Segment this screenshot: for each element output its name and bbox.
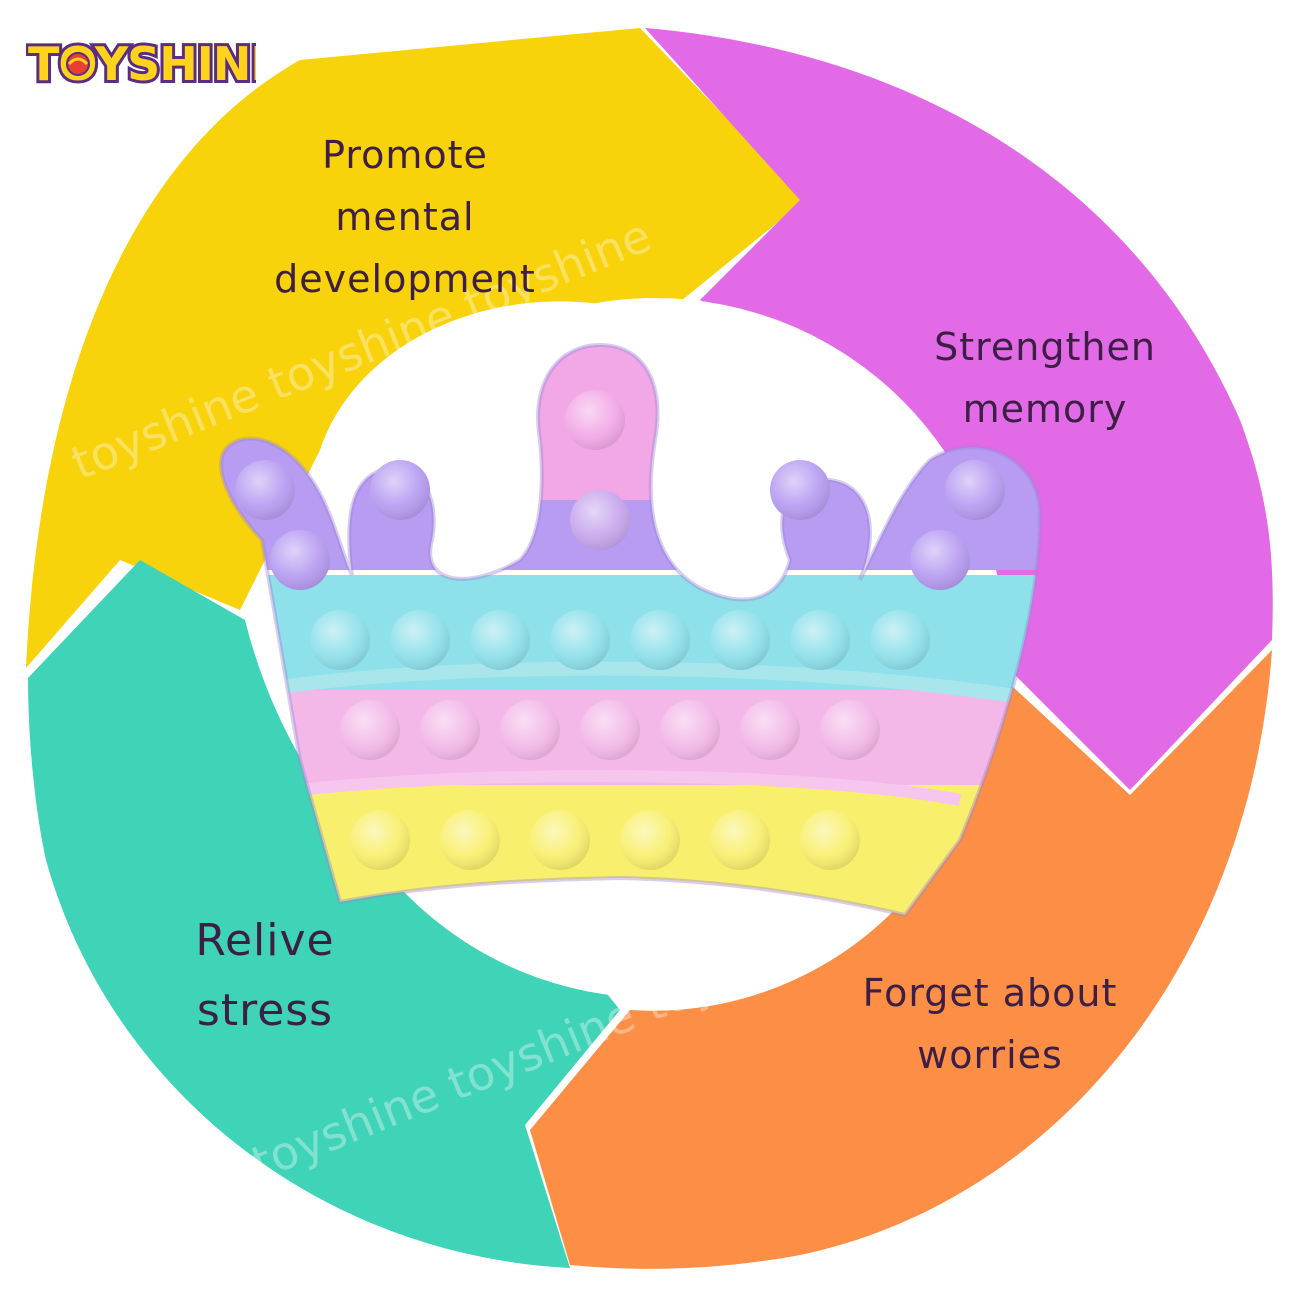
popit-bubble-shine — [470, 610, 530, 670]
benefit-forget-line-2: worries — [917, 1033, 1063, 1077]
popit-bubble-shine — [530, 810, 590, 870]
popit-bubble-shine — [420, 700, 480, 760]
svg-text:TOYSHINE: TOYSHINE — [28, 37, 256, 91]
popit-bubble-shine — [500, 700, 560, 760]
benefit-strengthen-line-1: Strengthen — [934, 325, 1156, 369]
popit-bubble-shine — [820, 700, 880, 760]
benefit-label-promote: Promote mental development — [230, 124, 580, 310]
benefit-promote-line-2: mental — [335, 195, 475, 239]
benefit-relive-line-2: stress — [196, 985, 334, 1036]
popit-bubble-shine — [710, 610, 770, 670]
popit-bubble-shine — [770, 460, 830, 520]
benefit-promote-line-1: Promote — [322, 133, 488, 177]
yellow-arrow-segment — [26, 28, 805, 668]
popit-bubble-shine — [630, 610, 690, 670]
popit-bubble-shine — [370, 460, 430, 520]
benefit-label-forget: Forget about worries — [830, 962, 1150, 1086]
popit-bubble-shine — [565, 390, 625, 450]
popit-bubble-shine — [235, 460, 295, 520]
popit-bubble-shine — [310, 610, 370, 670]
popit-bubble-shine — [440, 810, 500, 870]
benefit-promote-line-3: development — [274, 257, 536, 301]
popit-bubbles — [235, 390, 1005, 870]
popit-bubble-shine — [790, 610, 850, 670]
popit-bubble-shine — [740, 700, 800, 760]
toyshine-logo: TOYSHINE — [26, 34, 256, 94]
popit-bubble-shine — [550, 610, 610, 670]
benefit-forget-line-1: Forget about — [862, 971, 1118, 1015]
popit-bubble-shine — [270, 530, 330, 590]
benefit-relive-line-1: Relive — [195, 915, 335, 966]
orange-arrow-segment — [530, 650, 1272, 1269]
popit-bubble-shine — [340, 700, 400, 760]
benefit-label-strengthen: Strengthen memory — [900, 316, 1190, 440]
magenta-arrow-segment — [645, 28, 1273, 790]
benefit-label-relive: Relive stress — [150, 906, 380, 1046]
popit-bubble-shine — [570, 490, 630, 550]
popit-bubble-shine — [800, 810, 860, 870]
popit-bubble-shine — [945, 460, 1005, 520]
popit-bubble-shine — [390, 610, 450, 670]
popit-bubble-shine — [870, 610, 930, 670]
benefit-strengthen-line-2: memory — [962, 387, 1128, 431]
popit-bubble-shine — [620, 810, 680, 870]
popit-bubble-shine — [350, 810, 410, 870]
popit-bubble-shine — [580, 700, 640, 760]
popit-bubble-shine — [660, 700, 720, 760]
popit-bubble-shine — [710, 810, 770, 870]
teal-arrow-segment — [28, 560, 620, 1268]
popit-bubble-shine — [910, 530, 970, 590]
